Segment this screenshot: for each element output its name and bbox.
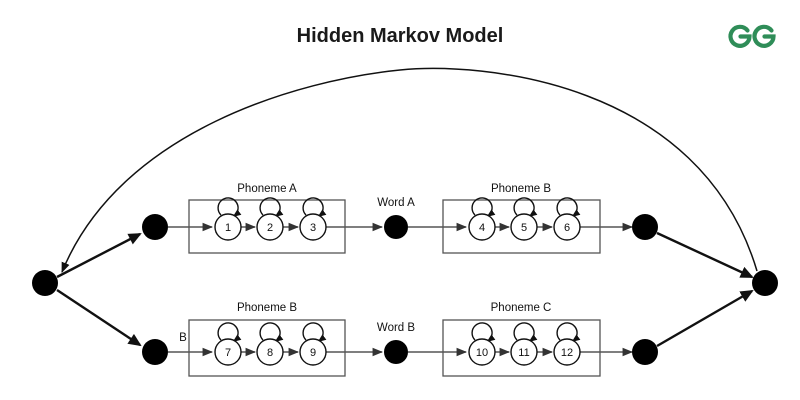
self-loop-state-5 <box>513 197 538 217</box>
state-node-5[interactable]: 5 <box>510 213 538 241</box>
bottom-left-node-dot <box>142 339 168 365</box>
state-12-label: 12 <box>561 347 573 359</box>
state-2-label: 2 <box>267 222 273 234</box>
state-6-label: 6 <box>564 222 570 234</box>
feedback-arc-group <box>61 67 758 273</box>
bottom-left-node[interactable] <box>142 339 168 365</box>
state-node-8[interactable]: 8 <box>256 338 284 366</box>
state-4-circle <box>468 213 496 241</box>
edge-start-to-top-node <box>56 232 142 279</box>
word-a-label: Word A <box>377 197 415 209</box>
top-right-node-dot <box>632 214 658 240</box>
state-9-label: 9 <box>310 347 316 359</box>
state-node-6[interactable]: 6 <box>553 213 581 241</box>
state-node-9[interactable]: 9 <box>299 338 327 366</box>
state-node-12[interactable]: 12 <box>553 338 581 366</box>
word-b-label: Word B <box>377 322 415 334</box>
phoneme-box-phoneme-c[interactable]: Phoneme C 10 11 12 <box>442 302 601 377</box>
state-3-circle <box>299 213 327 241</box>
phoneme-c-rect <box>442 319 601 377</box>
state-8-circle <box>256 338 284 366</box>
start-node[interactable] <box>32 270 58 296</box>
self-loop-state-10 <box>471 322 496 342</box>
macro-edges-group <box>56 231 754 348</box>
state-7-label: 7 <box>225 347 231 359</box>
state-6-circle <box>553 213 581 241</box>
state-2-circle <box>256 213 284 241</box>
state-11-circle <box>510 338 538 366</box>
state-node-2[interactable]: 2 <box>256 213 284 241</box>
self-loop-state-6 <box>556 197 581 217</box>
word-b-dot <box>384 340 408 364</box>
phoneme-box-phoneme-a[interactable]: Phoneme A 1 2 3 <box>188 183 346 254</box>
state-node-7[interactable]: 7 <box>214 338 242 366</box>
start-node-dot <box>32 270 58 296</box>
state-node-10[interactable]: 10 <box>468 338 496 366</box>
state-7-circle <box>214 338 242 366</box>
bottom-right-node-dot <box>632 339 658 365</box>
phoneme-a-rect <box>188 199 346 254</box>
state-4-label: 4 <box>479 222 485 234</box>
state-10-circle <box>468 338 496 366</box>
edge-start-to-bottom-node <box>56 288 142 347</box>
word-node-a[interactable]: Word A <box>377 197 415 239</box>
phoneme-b-top-rect <box>442 199 601 254</box>
self-loop-state-2 <box>259 197 284 217</box>
state-12-circle <box>553 338 581 366</box>
page-title: Hidden Markov Model <box>297 25 504 47</box>
edge-bottom-node-to-end <box>656 289 754 348</box>
state-node-1[interactable]: 1 <box>214 213 242 241</box>
top-right-node[interactable] <box>632 214 658 240</box>
end-node-dot <box>752 270 778 296</box>
state-1-label: 1 <box>225 222 231 234</box>
state-node-4[interactable]: 4 <box>468 213 496 241</box>
logo-left-g <box>728 24 752 48</box>
state-9-circle <box>299 338 327 366</box>
phoneme-a-label: Phoneme A <box>237 183 297 195</box>
state-node-11[interactable]: 11 <box>510 338 538 366</box>
phoneme-b-bottom-rect <box>188 319 346 377</box>
self-loop-state-3 <box>302 197 327 217</box>
state-11-label: 11 <box>518 347 529 359</box>
self-loop-state-12 <box>556 322 581 342</box>
self-loop-state-9 <box>302 322 327 342</box>
phoneme-c-label: Phoneme C <box>491 302 552 314</box>
self-loop-state-7 <box>217 322 242 342</box>
top-left-node[interactable] <box>142 214 168 240</box>
logo-right-g <box>752 24 776 48</box>
word-a-dot <box>384 215 408 239</box>
state-8-label: 8 <box>267 347 273 359</box>
self-loop-state-1 <box>217 197 242 217</box>
word-node-b[interactable]: Word B <box>377 322 415 364</box>
geeksforgeeks-logo[interactable] <box>728 24 776 48</box>
phoneme-b-bottom-label: Phoneme B <box>237 302 297 314</box>
edge-label-b: B <box>179 332 187 344</box>
state-1-circle <box>214 213 242 241</box>
state-10-label: 10 <box>476 347 488 359</box>
bottom-right-node[interactable] <box>632 339 658 365</box>
state-5-circle <box>510 213 538 241</box>
self-loop-state-8 <box>259 322 284 342</box>
phoneme-box-phoneme-b-bottom[interactable]: Phoneme B 7 8 9 <box>188 302 346 377</box>
top-left-node-dot <box>142 214 168 240</box>
state-5-label: 5 <box>521 222 527 234</box>
edge-top-node-to-end <box>656 231 754 279</box>
phoneme-b-top-label: Phoneme B <box>491 183 551 195</box>
state-3-label: 3 <box>310 222 316 234</box>
phoneme-box-phoneme-b-top[interactable]: Phoneme B 4 5 6 <box>442 183 601 254</box>
self-loop-state-4 <box>471 197 496 217</box>
state-node-3[interactable]: 3 <box>299 213 327 241</box>
feedback-arc <box>61 67 758 273</box>
end-node[interactable] <box>752 270 778 296</box>
self-loop-state-11 <box>513 322 538 342</box>
